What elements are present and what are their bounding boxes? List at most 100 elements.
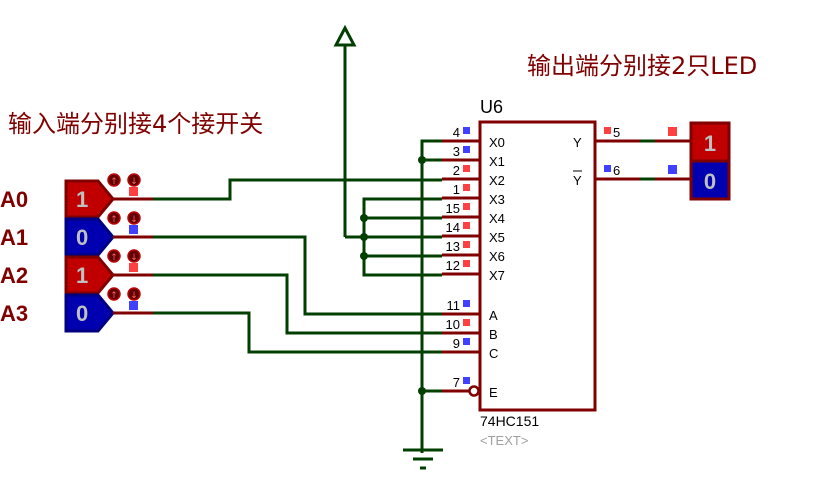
pin-name: X5: [489, 230, 505, 245]
pin-y-bar[interactable]: 6Y: [573, 163, 690, 188]
logic-probes: 10: [689, 121, 731, 201]
pin-state: [604, 165, 611, 172]
toggle-down-icon[interactable]: ↓: [127, 249, 141, 263]
probe-body: [689, 159, 731, 201]
probe-value: 1: [704, 131, 716, 156]
chip-u6[interactable]: U6 4X03X12X21X315X414X513X612X711A10B9C7…: [442, 97, 690, 448]
logic-probe-1[interactable]: 1: [689, 121, 731, 163]
logic-probe-2[interactable]: 0: [689, 159, 731, 201]
toggle-up-icon[interactable]: ↑: [107, 249, 121, 263]
switch-body[interactable]: [64, 179, 115, 219]
pin-name: E: [489, 385, 498, 400]
pin-name: X2: [489, 173, 505, 188]
pin-state: [463, 260, 470, 267]
svg-text:↑: ↑: [110, 177, 118, 187]
pin-name: C: [489, 346, 498, 361]
pin-number: 5: [613, 125, 620, 140]
state-indicator: [129, 225, 138, 234]
pin-number: 9: [453, 336, 460, 351]
chip-text: <TEXT>: [480, 433, 528, 448]
switch-a1[interactable]: A1 0 ↑ ↓: [0, 211, 153, 257]
output-note: 输出端分别接2只LED: [527, 52, 757, 80]
switch-label: A0: [0, 187, 28, 212]
pin-number: 1: [453, 182, 460, 197]
probe-value: 0: [704, 169, 716, 194]
chip-part: 74HC151: [480, 413, 539, 429]
chip-ref: U6: [480, 97, 503, 117]
toggle-up-icon[interactable]: ↑: [107, 211, 121, 225]
switch-label: A3: [0, 301, 28, 326]
pin-number: 6: [613, 163, 620, 178]
switch-body[interactable]: [64, 255, 115, 295]
pin-state: [463, 146, 470, 153]
switch-a2[interactable]: A2 1 ↑ ↓: [0, 249, 153, 295]
pin-name: X6: [489, 249, 505, 264]
state-indicator: [129, 301, 138, 310]
pin-name: Y: [573, 135, 582, 150]
switch-body[interactable]: [64, 217, 115, 257]
pin-number: 15: [446, 201, 460, 216]
net-state: [668, 165, 677, 174]
pin-number: 14: [446, 220, 460, 235]
pin-x0[interactable]: 4X0: [442, 125, 505, 150]
inverter-bubble: [468, 385, 480, 397]
switch-a3[interactable]: A3 0 ↑ ↓: [0, 287, 153, 333]
pin-state: [463, 377, 470, 384]
pin-state: [604, 127, 611, 134]
pin-name: X3: [489, 192, 505, 207]
chip-body[interactable]: [478, 120, 597, 412]
switch-body[interactable]: [64, 293, 115, 333]
pin-number: 11: [447, 298, 461, 313]
power-arrow-icon[interactable]: [333, 24, 357, 237]
pin-number: 3: [453, 144, 460, 159]
svg-text:↑: ↑: [110, 253, 118, 263]
toggle-down-icon[interactable]: ↓: [127, 173, 141, 187]
pin-state: [463, 222, 470, 229]
pin-name: A: [489, 308, 498, 323]
pin-number: 7: [453, 375, 460, 390]
pin-x3[interactable]: 1X3: [442, 182, 505, 207]
toggle-up-icon[interactable]: ↑: [107, 287, 121, 301]
pin-x1[interactable]: 3X1: [442, 144, 505, 169]
ground-icon[interactable]: [403, 448, 443, 470]
pin-b[interactable]: 10B: [442, 317, 498, 342]
state-indicator: [129, 187, 138, 196]
svg-text:↓: ↓: [130, 291, 138, 301]
pin-name: X7: [489, 268, 505, 283]
toggle-down-icon[interactable]: ↓: [127, 287, 141, 301]
pin-y[interactable]: 5Y: [573, 125, 690, 150]
switch-label: A1: [0, 225, 28, 250]
switch-value: 1: [76, 263, 88, 288]
pin-name: X1: [489, 154, 505, 169]
toggle-up-icon[interactable]: ↑: [107, 173, 121, 187]
svg-text:↑: ↑: [110, 291, 118, 301]
svg-text:↓: ↓: [130, 253, 138, 263]
pin-name: X0: [489, 135, 505, 150]
svg-text:↓: ↓: [130, 215, 138, 225]
switch-value: 0: [76, 301, 88, 326]
svg-text:↓: ↓: [130, 177, 138, 187]
input-note: 输入端分别接4个接开关: [8, 110, 263, 138]
pin-state: [463, 319, 470, 326]
pin-c[interactable]: 9C: [442, 336, 498, 361]
pin-name: X4: [489, 211, 505, 226]
pin-number: 13: [446, 239, 460, 254]
pin-x2[interactable]: 2X2: [442, 163, 505, 188]
toggle-down-icon[interactable]: ↓: [127, 211, 141, 225]
pin-e[interactable]: 7E: [442, 375, 498, 400]
state-indicator: [129, 263, 138, 272]
pin-number: 4: [453, 125, 460, 140]
pin-number: 10: [446, 317, 460, 332]
switch-value: 0: [76, 225, 88, 250]
pin-state: [463, 184, 470, 191]
switch-label: A2: [0, 263, 28, 288]
pin-a[interactable]: 11A: [442, 298, 498, 323]
pin-state: [463, 241, 470, 248]
